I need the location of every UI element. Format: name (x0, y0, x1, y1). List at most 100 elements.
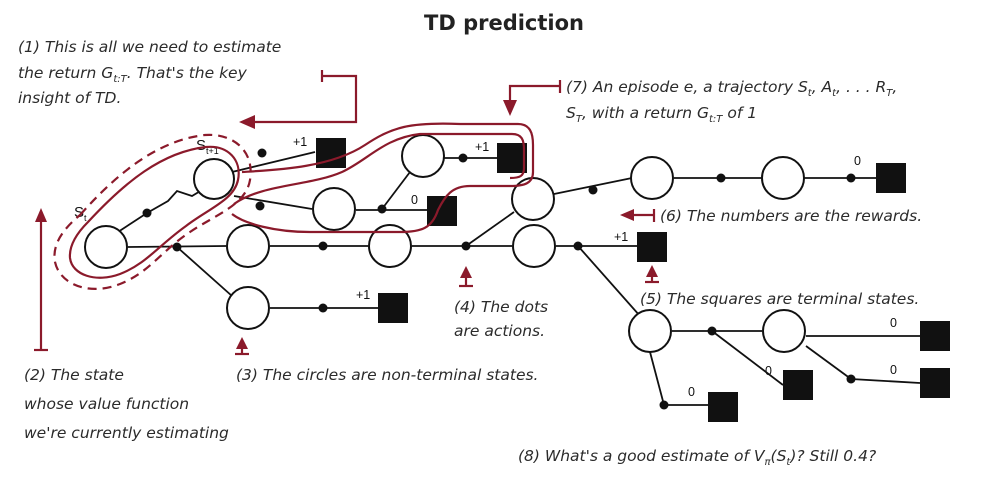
state-st-label: St (74, 204, 87, 223)
reward-label: +1 (614, 230, 628, 244)
annotation-5: (5) The squares are terminal states. (640, 265, 919, 308)
terminal-state (876, 163, 906, 193)
state-node (401, 134, 445, 178)
action-dot (573, 241, 583, 251)
svg-text:(2) The state: (2) The state (24, 366, 124, 384)
action-dot (142, 208, 152, 218)
reward-label: +1 (356, 288, 370, 302)
edge-dot-rupper (465, 211, 515, 247)
action-dot (846, 173, 856, 183)
action-dot (461, 241, 471, 251)
edge-dot-bottom (577, 245, 641, 317)
non-terminal-states (84, 134, 806, 353)
terminal-state (920, 368, 950, 398)
state-st-node (84, 225, 128, 269)
edge-st-to-st1 (117, 183, 213, 233)
edge-further-dot2 (805, 345, 852, 380)
svg-text:(6) The numbers are the reward: (6) The numbers are the rewards. (660, 207, 922, 225)
edge-st1-mid (233, 195, 313, 210)
state-node (226, 286, 270, 330)
action-dot (172, 242, 182, 252)
actions (142, 148, 856, 410)
svg-text:are actions.: are actions. (454, 322, 545, 340)
episode-outline (231, 122, 535, 234)
episode-outline-inner (233, 132, 526, 205)
svg-text:(5) The squares are terminal s: (5) The squares are terminal states. (640, 290, 919, 308)
svg-text:we're currently estimating: we're currently estimating (24, 424, 229, 442)
terminal-state (783, 370, 813, 400)
reward-label: 0 (765, 364, 772, 378)
action-dot (659, 400, 669, 410)
reward-label: +1 (475, 140, 489, 154)
terminal-state (920, 321, 950, 351)
svg-text:(4) The dots: (4) The dots (454, 298, 548, 316)
arrow-head (239, 115, 255, 129)
state-node (512, 224, 556, 268)
svg-text:insight of TD.: insight of TD. (18, 89, 121, 107)
state-node (761, 156, 805, 200)
action-dot (255, 201, 265, 211)
action-dot (377, 204, 387, 214)
solid-inner-outline (68, 145, 240, 279)
page-title: TD prediction (424, 11, 584, 35)
arrow-head (236, 337, 248, 349)
reward-label: 0 (411, 193, 418, 207)
state-st1-node (193, 158, 235, 200)
state-st1-label: St+1 (196, 137, 219, 156)
arrow-head (35, 208, 47, 222)
terminal-state (497, 143, 527, 173)
svg-text:(1) This is all we need to est: (1) This is all we need to estimate (18, 38, 281, 56)
terminal-state (637, 232, 667, 262)
reward-label: 0 (854, 154, 861, 168)
action-dot (458, 153, 468, 163)
annotation-2: (2) The state whose value function we're… (24, 208, 229, 442)
edge-further-term2 (850, 378, 921, 384)
action-dot (716, 173, 726, 183)
dashed-outline (53, 133, 252, 290)
action-dot (846, 374, 856, 384)
state-node (628, 309, 672, 353)
state-node (630, 156, 674, 200)
svg-text:whose value function: whose value function (24, 395, 189, 413)
annotation-8: (8) What's a good estimate of Vπ(St)? St… (518, 447, 876, 468)
terminal-state (708, 392, 738, 422)
arrow-head (460, 266, 472, 278)
action-dot (588, 185, 598, 195)
reward-label: 0 (890, 363, 897, 377)
arrow-head (646, 265, 658, 277)
annotation-3: (3) The circles are non-terminal states. (235, 337, 538, 384)
arrow-head (503, 100, 517, 116)
svg-text:ST, with a return Gt:T of 1: ST, with a return Gt:T of 1 (566, 104, 757, 125)
arrow-line (255, 74, 358, 124)
state-node (226, 224, 270, 268)
action-dot (318, 241, 328, 251)
annotation-1: (1) This is all we need to estimate the … (18, 38, 358, 129)
annotation-4: (4) The dots are actions. (454, 266, 548, 340)
reward-label: +1 (293, 135, 307, 149)
terminal-state (378, 293, 408, 323)
state-node (312, 187, 356, 231)
edge-bottom-down (649, 351, 665, 406)
edge-st-lower (176, 246, 233, 297)
arrow-line (508, 84, 560, 100)
svg-text:the return Gt:T. That's the ke: the return Gt:T. That's the key (18, 64, 248, 85)
edge-bottom-lowterm (711, 330, 784, 386)
terminal-states (316, 138, 950, 422)
state-node (368, 224, 412, 268)
svg-text:(8) What's a good estimate of: (8) What's a good estimate of Vπ(St)? St… (518, 447, 876, 468)
annotation-7: (7) An episode e, a trajectory St, At, .… (503, 78, 897, 125)
reward-label: 0 (890, 316, 897, 330)
action-dot (707, 326, 717, 336)
arrow-head (620, 209, 634, 221)
annotation-6: (6) The numbers are the rewards. (620, 207, 922, 225)
svg-text:(7) An episode e, a trajectory: (7) An episode e, a trajectory St, At, .… (566, 78, 897, 99)
action-dot (257, 148, 267, 158)
state-node (762, 309, 806, 353)
svg-text:(3) The circles are non-termin: (3) The circles are non-terminal states. (236, 366, 538, 384)
reward-label: 0 (688, 385, 695, 399)
action-dot (318, 303, 328, 313)
state-node (511, 177, 555, 221)
reward-labels: +1 +1 0 +1 +1 0 0 0 0 0 (293, 135, 897, 399)
